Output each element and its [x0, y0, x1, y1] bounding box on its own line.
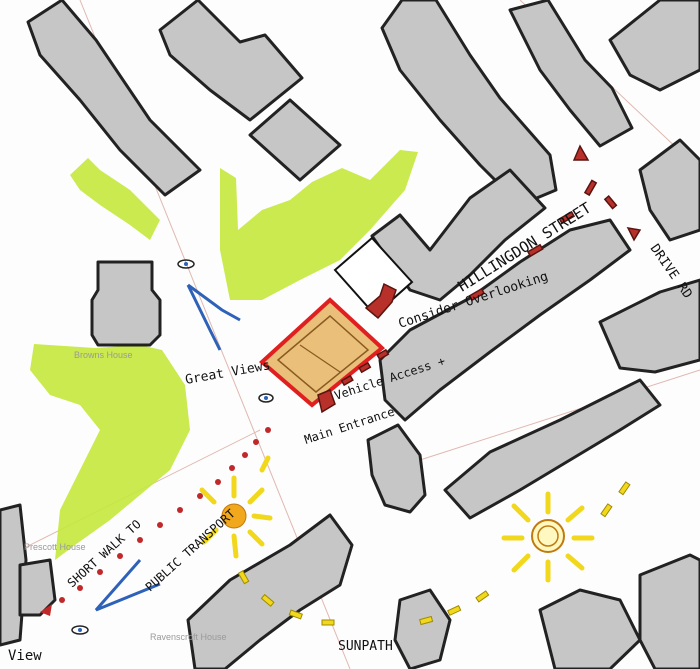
arrow-icon — [364, 282, 397, 320]
building-top-left — [26, 0, 202, 197]
sun-icon — [501, 491, 595, 583]
green-spaces — [30, 150, 418, 560]
building-top-middle — [380, 0, 558, 207]
view-lines — [94, 283, 241, 612]
pedestrian-route — [59, 427, 271, 603]
building-top-center — [158, 0, 304, 122]
access-arrows — [317, 144, 642, 414]
prescott-house-label: Prescott House — [24, 542, 86, 552]
arrow-icon — [626, 227, 642, 242]
green-space-north — [220, 150, 418, 300]
bottom-house-label: Ravenscroft House — [150, 632, 227, 642]
building-right-middle — [598, 278, 700, 374]
building-top-right-row — [508, 0, 634, 148]
green-space-west — [30, 344, 190, 560]
development-site — [258, 297, 386, 408]
sunpath-label: SUNPATH — [338, 639, 393, 654]
building-bottom-middle — [393, 588, 452, 669]
building-top-right — [608, 0, 700, 92]
building-lower-center — [366, 423, 427, 514]
sun-icon — [199, 455, 273, 559]
building-center-small — [248, 98, 342, 182]
building-lower-right-row — [443, 378, 662, 520]
great-views-label: Great Views — [184, 358, 271, 388]
site-boundary — [258, 297, 386, 408]
building-bottom-right — [538, 588, 642, 669]
site-building-footprint — [276, 315, 370, 393]
arrow-icon — [572, 144, 590, 161]
arrow-icon — [317, 389, 336, 414]
green-space-north-west — [70, 158, 160, 240]
eye-icon — [177, 259, 195, 269]
building-browns-house — [90, 260, 162, 347]
view-label: View — [8, 648, 42, 664]
building-right-edge — [638, 138, 700, 242]
site-internal-line — [299, 344, 341, 373]
building-bottom-right-corner — [638, 553, 700, 669]
sunpath-dashes — [237, 481, 631, 626]
building-bottom-long — [186, 513, 354, 669]
eye-icon — [258, 393, 274, 403]
eye-icon — [71, 625, 89, 635]
arrow-icon — [40, 604, 52, 616]
browns-house-label: Browns House — [74, 350, 133, 360]
public-transport-label: PUBLIC TRANSPORT — [143, 506, 238, 594]
